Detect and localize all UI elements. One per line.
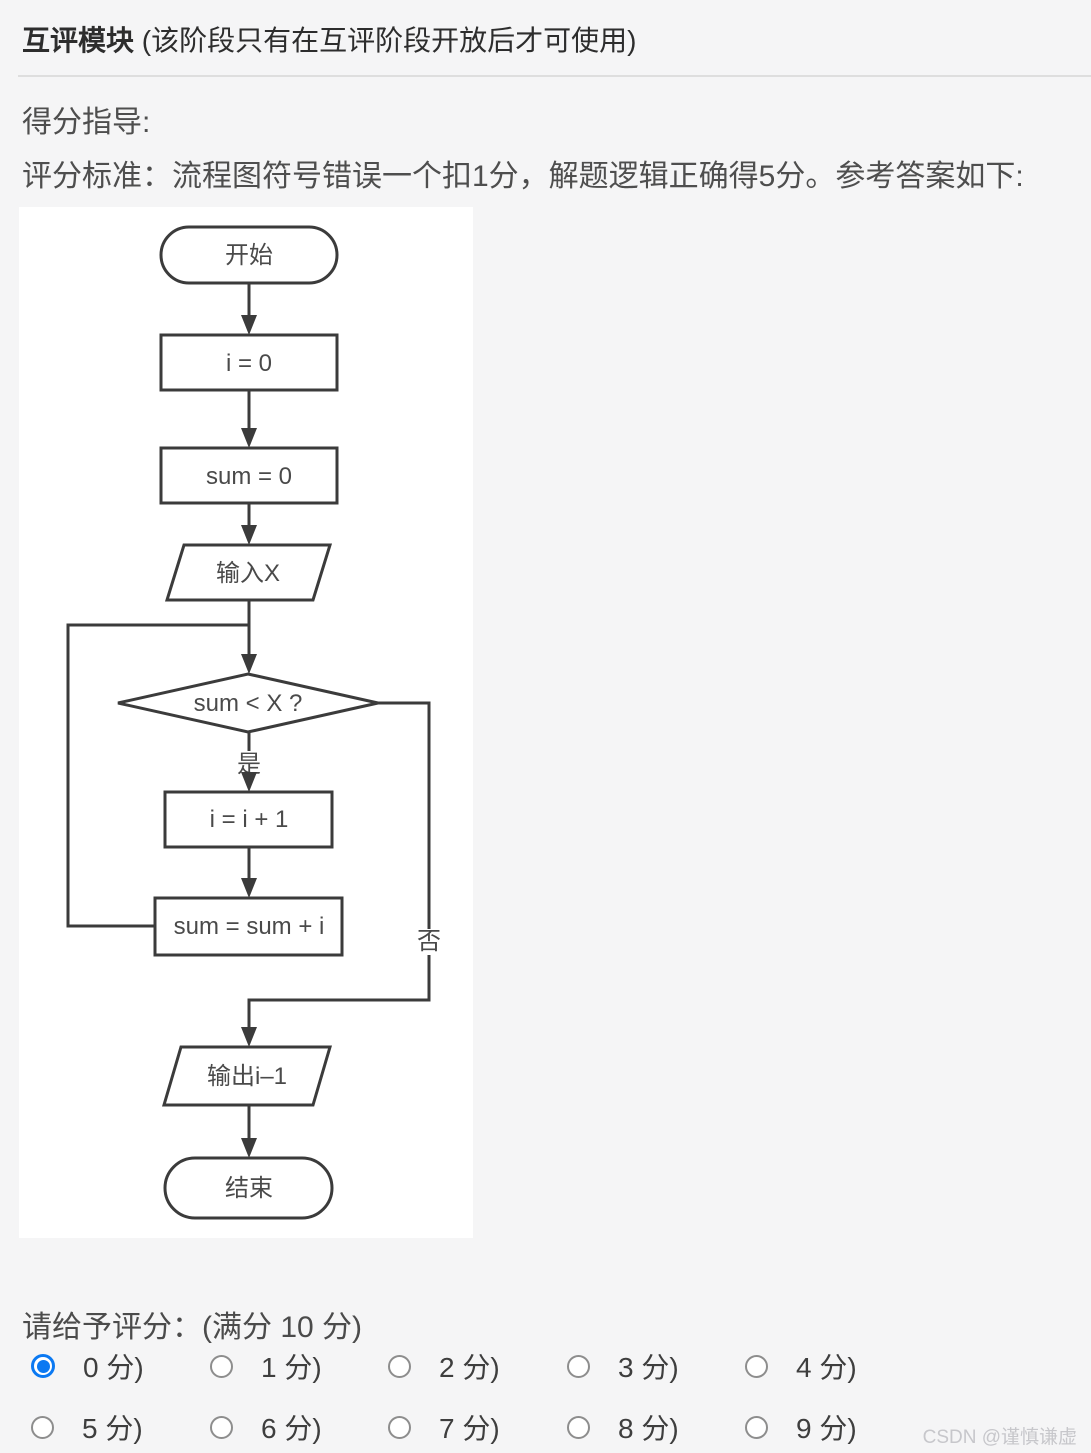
score-option-9[interactable]: 9 分): [745, 1412, 857, 1444]
module-title-note: (该阶段只有在互评阶段开放后才可使用): [134, 25, 637, 56]
rating-prompt: 请给予评分：(满分 10 分): [22, 1311, 363, 1344]
svg-text:i = 0: i = 0: [226, 350, 272, 377]
score-option-6[interactable]: 6 分): [210, 1412, 322, 1444]
arrow-down-icon: [241, 1138, 257, 1158]
score-option-8[interactable]: 8 分): [567, 1412, 679, 1444]
flow-no-branch-edge: [247, 701, 431, 1028]
radio-score-4[interactable]: [745, 1354, 768, 1378]
score-guidance-heading: 得分指导:: [22, 106, 151, 139]
flow-node-start: 开始: [159, 225, 339, 285]
arrow-down-icon: [241, 1027, 257, 1047]
radio-score-3[interactable]: [567, 1354, 590, 1378]
flow-node-increment: i = i + 1: [163, 790, 334, 849]
score-option-3-label: 3 分): [618, 1352, 679, 1383]
score-option-0-label: 0 分): [83, 1352, 144, 1383]
radio-score-7[interactable]: [388, 1415, 411, 1439]
svg-text:sum = 0: sum = 0: [206, 463, 292, 490]
radio-score-6[interactable]: [210, 1415, 233, 1439]
score-option-8-label: 8 分): [618, 1413, 679, 1444]
arrow-down-icon: [241, 878, 257, 898]
arrow-down-icon: [241, 772, 257, 792]
svg-text:结束: 结束: [225, 1175, 273, 1202]
flow-node-init-sum: sum = 0: [159, 446, 339, 505]
score-option-6-label: 6 分): [261, 1413, 322, 1444]
svg-text:输入X: 输入X: [216, 560, 280, 587]
score-option-4-label: 4 分): [796, 1352, 857, 1383]
flow-node-output: 输出i–1: [161, 1045, 333, 1107]
radio-score-9[interactable]: [745, 1415, 768, 1439]
score-option-7[interactable]: 7 分): [388, 1412, 500, 1444]
arrow-down-icon: [241, 654, 257, 674]
radio-score-8[interactable]: [567, 1415, 590, 1439]
flow-loop-back-edge: [66, 623, 249, 928]
arrow-down-icon: [241, 525, 257, 545]
score-option-0[interactable]: 0 分): [31, 1351, 144, 1383]
no-label-backdrop: [417, 929, 441, 955]
arrow-down-icon: [241, 428, 257, 448]
module-title: 互评模块: [22, 25, 135, 56]
score-option-9-label: 9 分): [796, 1413, 857, 1444]
svg-text:sum = sum + i: sum = sum + i: [174, 913, 325, 940]
score-option-2[interactable]: 2 分): [388, 1351, 500, 1383]
score-option-2-label: 2 分): [439, 1352, 500, 1383]
score-criteria-text: 评分标准：流程图符号错误一个扣1分，解题逻辑正确得5分。参考答案如下:: [22, 160, 1024, 193]
svg-text:sum < X ?: sum < X ?: [194, 690, 303, 717]
page-title: 互评模块 (该阶段只有在互评阶段开放后才可使用): [22, 21, 636, 60]
arrow-down-icon: [241, 315, 257, 335]
radio-score-2[interactable]: [388, 1354, 411, 1378]
csdn-watermark: CSDN @谨慎谦虚: [922, 1427, 1077, 1448]
flow-node-init-i: i = 0: [159, 333, 339, 392]
flowchart-diagram: 开始 i = 0 sum = 0 输入X sum < X ?: [66, 225, 441, 1220]
radio-score-5[interactable]: [31, 1415, 54, 1439]
radio-score-1[interactable]: [210, 1354, 233, 1378]
header-divider: [18, 75, 1091, 77]
radio-score-0[interactable]: [31, 1354, 55, 1378]
score-option-3[interactable]: 3 分): [567, 1351, 679, 1383]
score-option-7-label: 7 分): [439, 1413, 500, 1444]
score-option-1[interactable]: 1 分): [210, 1351, 322, 1383]
flow-node-end: 结束: [163, 1156, 334, 1220]
flowchart-answer-panel: 开始 i = 0 sum = 0 输入X sum < X ?: [19, 207, 473, 1238]
score-option-4[interactable]: 4 分): [745, 1351, 857, 1383]
flow-node-accumulate: sum = sum + i: [153, 896, 344, 957]
flow-node-input-x: 输入X: [164, 543, 333, 602]
flow-node-decision: sum < X ?: [117, 672, 379, 734]
score-option-5[interactable]: 5 分): [31, 1412, 143, 1444]
score-option-1-label: 1 分): [261, 1352, 322, 1383]
flow-label-no: 否: [417, 928, 441, 955]
svg-text:i = i + 1: i = i + 1: [210, 806, 289, 833]
svg-text:开始: 开始: [225, 242, 273, 269]
svg-text:输出i–1: 输出i–1: [207, 1063, 287, 1090]
score-option-5-label: 5 分): [82, 1413, 143, 1444]
